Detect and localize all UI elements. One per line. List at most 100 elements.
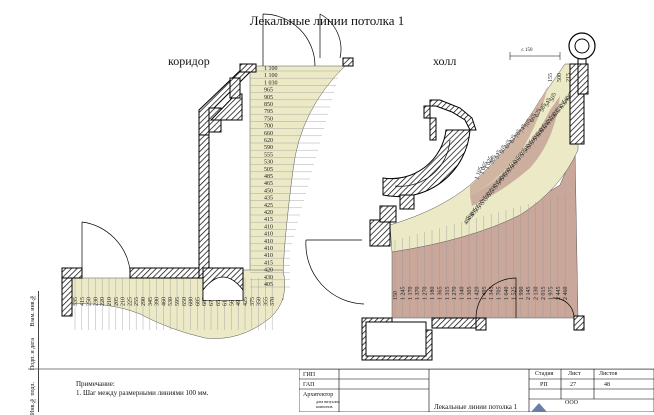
hall-upper-label: 540 [496,175,505,186]
corridor-dimension-rows [250,70,340,288]
hall-col-label: 1 340 [460,287,466,301]
hall-upper-label: 520 [483,191,492,202]
corridor-row-label: 465 [264,181,273,187]
hall-arc-band-2 [470,96,560,206]
hall-col-label: 1 370 [415,287,421,301]
corridor-row-label: 420 [264,268,273,274]
hall-upper-label: 565 [513,155,522,166]
hall-niche [382,129,471,198]
hall-arc-label: 1 105 [474,166,484,181]
hall-walls [361,63,589,361]
hall-arc-label: 905 [499,144,508,155]
hall-arc-label: 665 [529,113,538,124]
corridor-col-label: 290 [141,297,147,306]
hall-col-label: 2 130 [534,287,540,301]
stamp-stage: РП [540,382,548,388]
corridor-row-label: 905 [264,95,273,101]
sheet-title: Лекальные линии потолка 1 [249,13,405,28]
hall-top-label: 155 [548,73,554,82]
hall-upper-label: 580 [523,143,532,154]
hall-arc-label: 1 025 [484,156,494,171]
corridor-col-label: 490 [236,297,242,306]
stamp-sheet: 27 [570,382,576,388]
stamp-stage-header: Стадия [535,371,554,377]
hall-arc-label: 865 [504,139,513,150]
corridor-col-label: 415 [80,297,86,306]
corridor-col-label: 250 [87,297,93,306]
hall-col-label: 1 170 [408,287,414,301]
corridor-col-label: 425 [243,297,249,306]
hall-arc-label: 785 [514,129,523,140]
stamp-row-gip: ГИП [303,372,316,378]
corridor-col-label: 615 [223,297,229,306]
hall-col-label: 1 990 [519,287,525,301]
hall-upper-label: 570 [516,151,525,162]
corridor-row-label: 965 [264,88,273,94]
corridor-col-label: 560 [229,297,235,306]
hall-col-label: 1 305 [467,287,473,301]
corridor-col-label: 680 [202,297,208,306]
corridor-row-label: 795 [264,109,273,115]
stamp-row-architect: Архитектор [303,392,334,398]
corridor-row-label: 425 [264,203,273,209]
corridor-col-label: 355 [263,297,269,306]
hall-upper-label: 630 [556,103,565,114]
hall-upper-label: 600 [536,127,545,138]
corridor-col-label: 210 [121,297,127,306]
corridor-col-label: 685 [195,297,201,306]
corridor-row-label: 430 [264,275,273,281]
hall-col-label: 1 705 [497,287,503,300]
hall-upper-label: 495 [470,207,479,218]
hall-col-label: 1 975 [548,287,554,301]
corridor-col-label: 230 [93,297,99,306]
hall-upper-label: 620 [549,111,558,122]
stamp-small-1: дата визуализ. [316,399,341,404]
corridor-row-label: 410 [264,232,273,238]
corridor-row-label: 620 [264,138,273,144]
corridor-row-label: 410 [264,246,273,252]
corridor-col-label: 375 [250,297,256,306]
corridor-col-label: 210 [107,297,113,306]
corridor-col-label: 370 [270,297,276,306]
stamp-row-gap: ГАП [303,382,315,388]
corridor-col-label: 530 [168,297,174,306]
corridor-row-label: 435 [264,196,273,202]
corridor-row-label: 410 [264,253,273,259]
hall-arc-label: 945 [494,149,503,160]
hall-arc-label: 625 [534,108,543,119]
hall-col-label: 2 145 [526,287,532,301]
hall-col-label: 1 365 [437,287,443,301]
corridor-row-label: 410 [264,239,273,245]
stamp-sheet-name: Лекальные линии потолка 1 [434,403,518,411]
side-strip-line [38,291,39,412]
corridor-row-label: 405 [264,282,273,288]
hall-upper-label: 485 [463,215,472,226]
corridor-row-label: 700 [264,124,273,130]
hall-top-label: 500 [557,73,563,82]
corridor-row-label: 1 100 [264,66,278,72]
corridor-col-label: 220 [100,297,106,306]
hall-upper-label: 545 [500,171,509,182]
corridor-row-label: 850 [264,102,273,108]
hall-label: холл [433,54,457,68]
corridor-row-label: 555 [264,152,273,158]
corridor-col-label: 255 [134,297,140,306]
side-replace-label: Взам. инв.№ [30,294,36,327]
hall-col-label: 2 015 [541,287,547,301]
corridor-row-label: 660 [264,131,273,137]
hall-doors [305,239,575,319]
dimension-marker [509,52,561,60]
note-heading: Примечание: [76,380,115,388]
corridor-col-label: 460 [161,297,167,306]
hall-upper-label: 530 [490,183,499,194]
stamp-sheets: 48 [604,382,610,388]
corridor-label: коридор [168,54,210,68]
stamp-sheets-header: Листов [599,371,618,377]
dimension-label: ≤ 150 [521,48,533,53]
hall-upper-label: 550 [503,167,512,178]
corridor-col-label: 205 [114,297,120,306]
corridor-col-label: 655 [216,297,222,306]
corridor-col-label: 390 [155,297,161,306]
hall-upper-label: 535 [493,179,502,190]
hall-arc-label: 545 [544,97,553,108]
